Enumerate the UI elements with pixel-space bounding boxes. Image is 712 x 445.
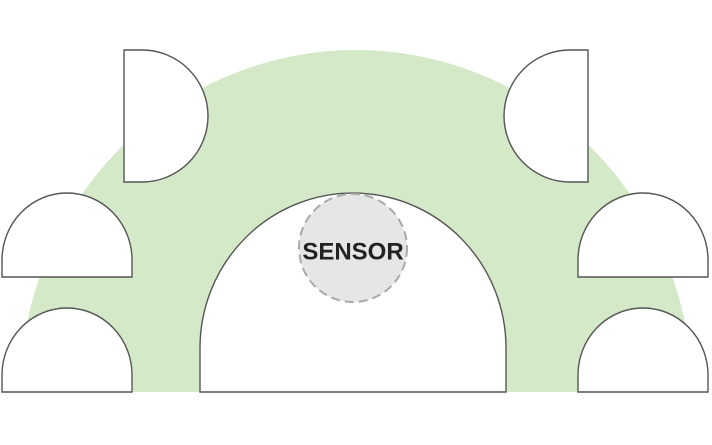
sensor-circle	[298, 193, 408, 303]
obstacle-mid-left	[1, 192, 133, 278]
obstacle-mid-right	[577, 192, 709, 278]
obstacle-top-right	[503, 49, 589, 183]
obstacle-bottom-right	[577, 307, 709, 393]
sensor-label: SENSOR	[302, 238, 403, 265]
obstacle-bottom-left	[1, 307, 133, 393]
obstacle-top-left	[123, 49, 209, 183]
